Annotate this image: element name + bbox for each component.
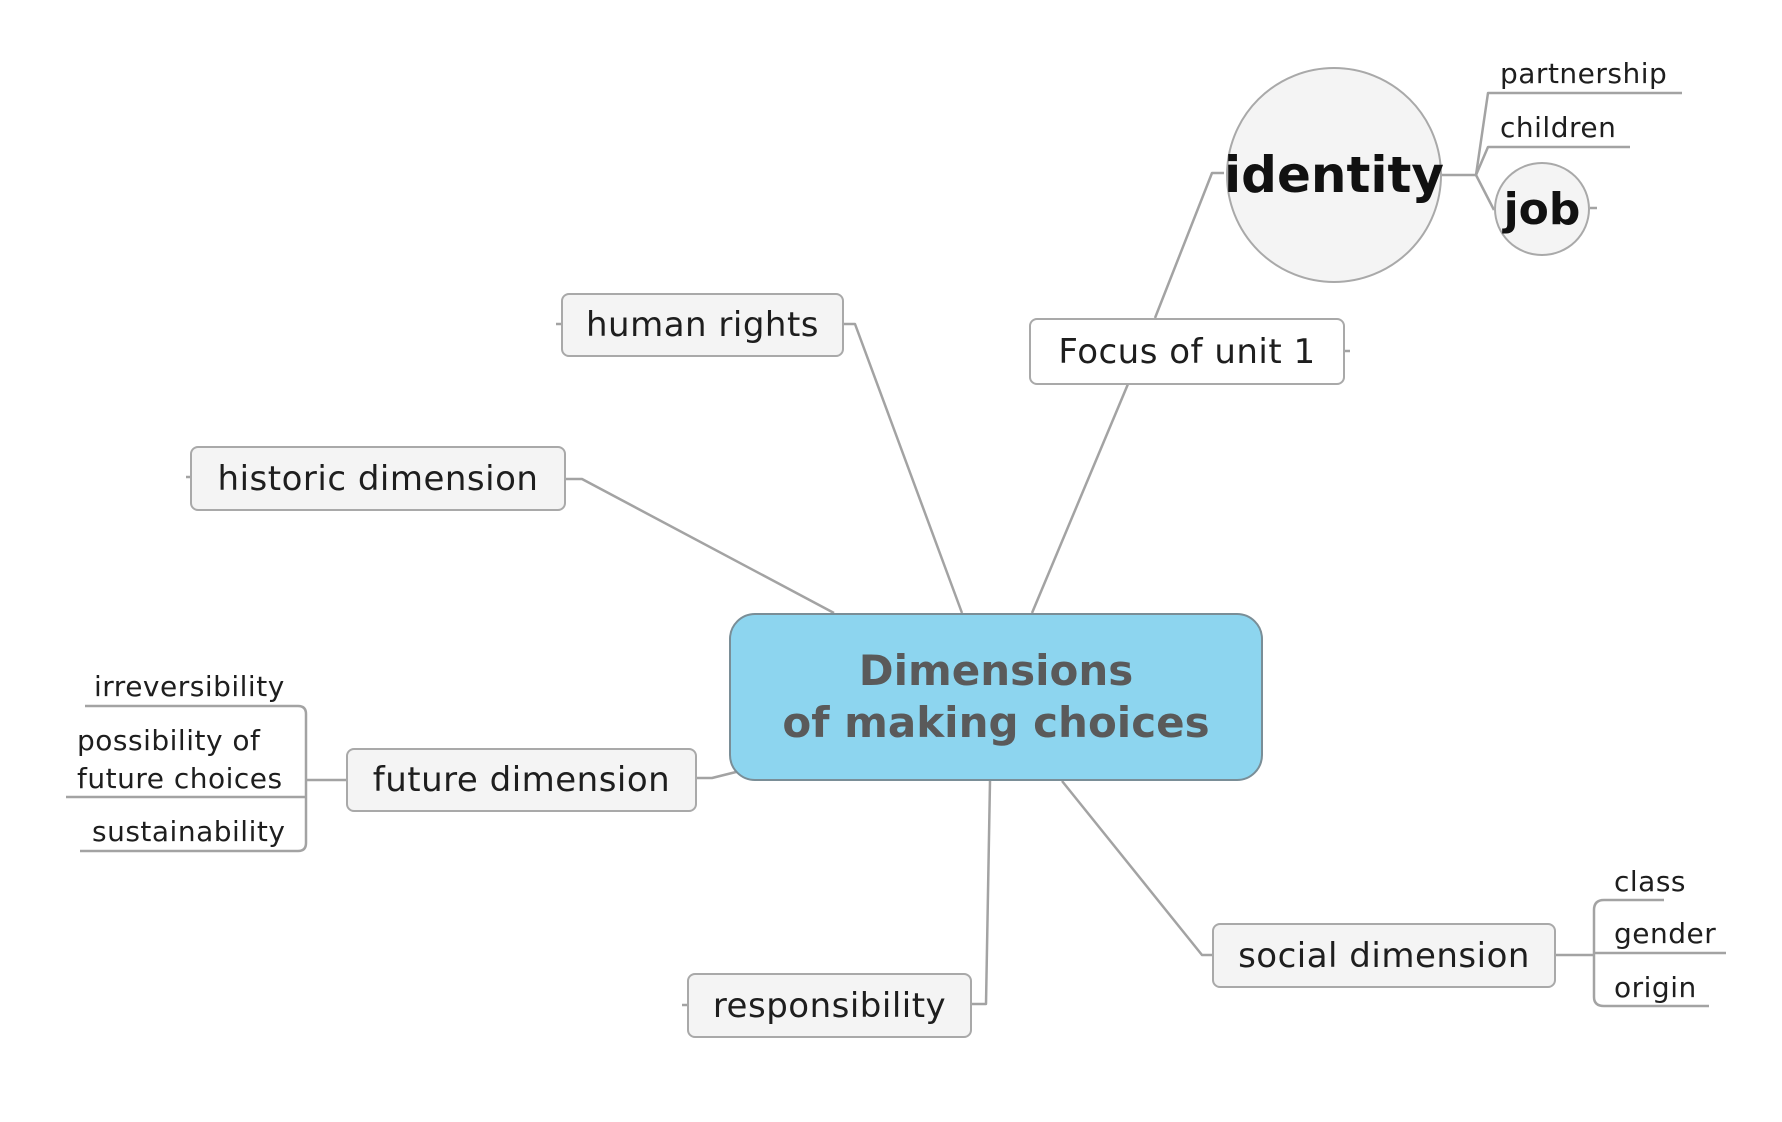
topic-identity[interactable]: identity	[1224, 67, 1444, 283]
connector-human-rights	[843, 322, 964, 614]
topic-human-rights[interactable]: human rights	[561, 293, 844, 357]
bracket-identity-top	[1474, 91, 1496, 176]
topic-historic-dimension[interactable]: historic dimension	[190, 446, 566, 511]
topic-human-rights-label: human rights	[585, 305, 819, 345]
topic-responsibility-label: responsibility	[712, 985, 947, 1026]
topic-social-dimension[interactable]: social dimension	[1212, 923, 1556, 988]
topic-future-dimension[interactable]: future dimension	[346, 748, 697, 812]
bracket-identity-mid	[1474, 145, 1496, 176]
topic-focus-of-unit-1[interactable]: Focus of unit 1	[1029, 318, 1345, 385]
connector-historic	[566, 477, 835, 615]
topic-future-label: future dimension	[372, 760, 671, 800]
topic-identity-label: identity	[1224, 146, 1444, 204]
leaf-sustainability[interactable]: sustainability	[92, 815, 286, 848]
leaf-possibility-of-future-choices[interactable]: possibility of future choices	[77, 724, 283, 795]
connector-focus	[1030, 383, 1130, 614]
leaf-gender[interactable]: gender	[1614, 917, 1717, 950]
central-topic-line1: Dimensions	[858, 646, 1134, 695]
central-topic[interactable]: Dimensions of making choices	[729, 613, 1263, 781]
topic-job-label: job	[1503, 183, 1581, 235]
topic-social-label: social dimension	[1238, 935, 1530, 976]
leaf-origin[interactable]: origin	[1614, 971, 1697, 1004]
connector-responsibility	[972, 780, 992, 1006]
central-topic-line2: of making choices	[782, 698, 1210, 747]
topic-job[interactable]: job	[1494, 162, 1590, 256]
leaf-class[interactable]: class	[1614, 865, 1687, 898]
topic-responsibility[interactable]: responsibility	[687, 973, 972, 1038]
leaf-children[interactable]: children	[1500, 111, 1617, 144]
connector-identity	[1153, 171, 1224, 319]
bracket-future-sub	[297, 704, 308, 853]
bracket-identity-job	[1474, 174, 1496, 211]
connector-future	[697, 769, 741, 780]
topic-focus-label: Focus of unit 1	[1058, 331, 1316, 372]
leaf-irreversibility[interactable]: irreversibility	[94, 670, 285, 703]
connector-social	[1061, 780, 1212, 957]
topic-historic-label: historic dimension	[217, 458, 539, 499]
leaf-partnership[interactable]: partnership	[1500, 57, 1668, 90]
